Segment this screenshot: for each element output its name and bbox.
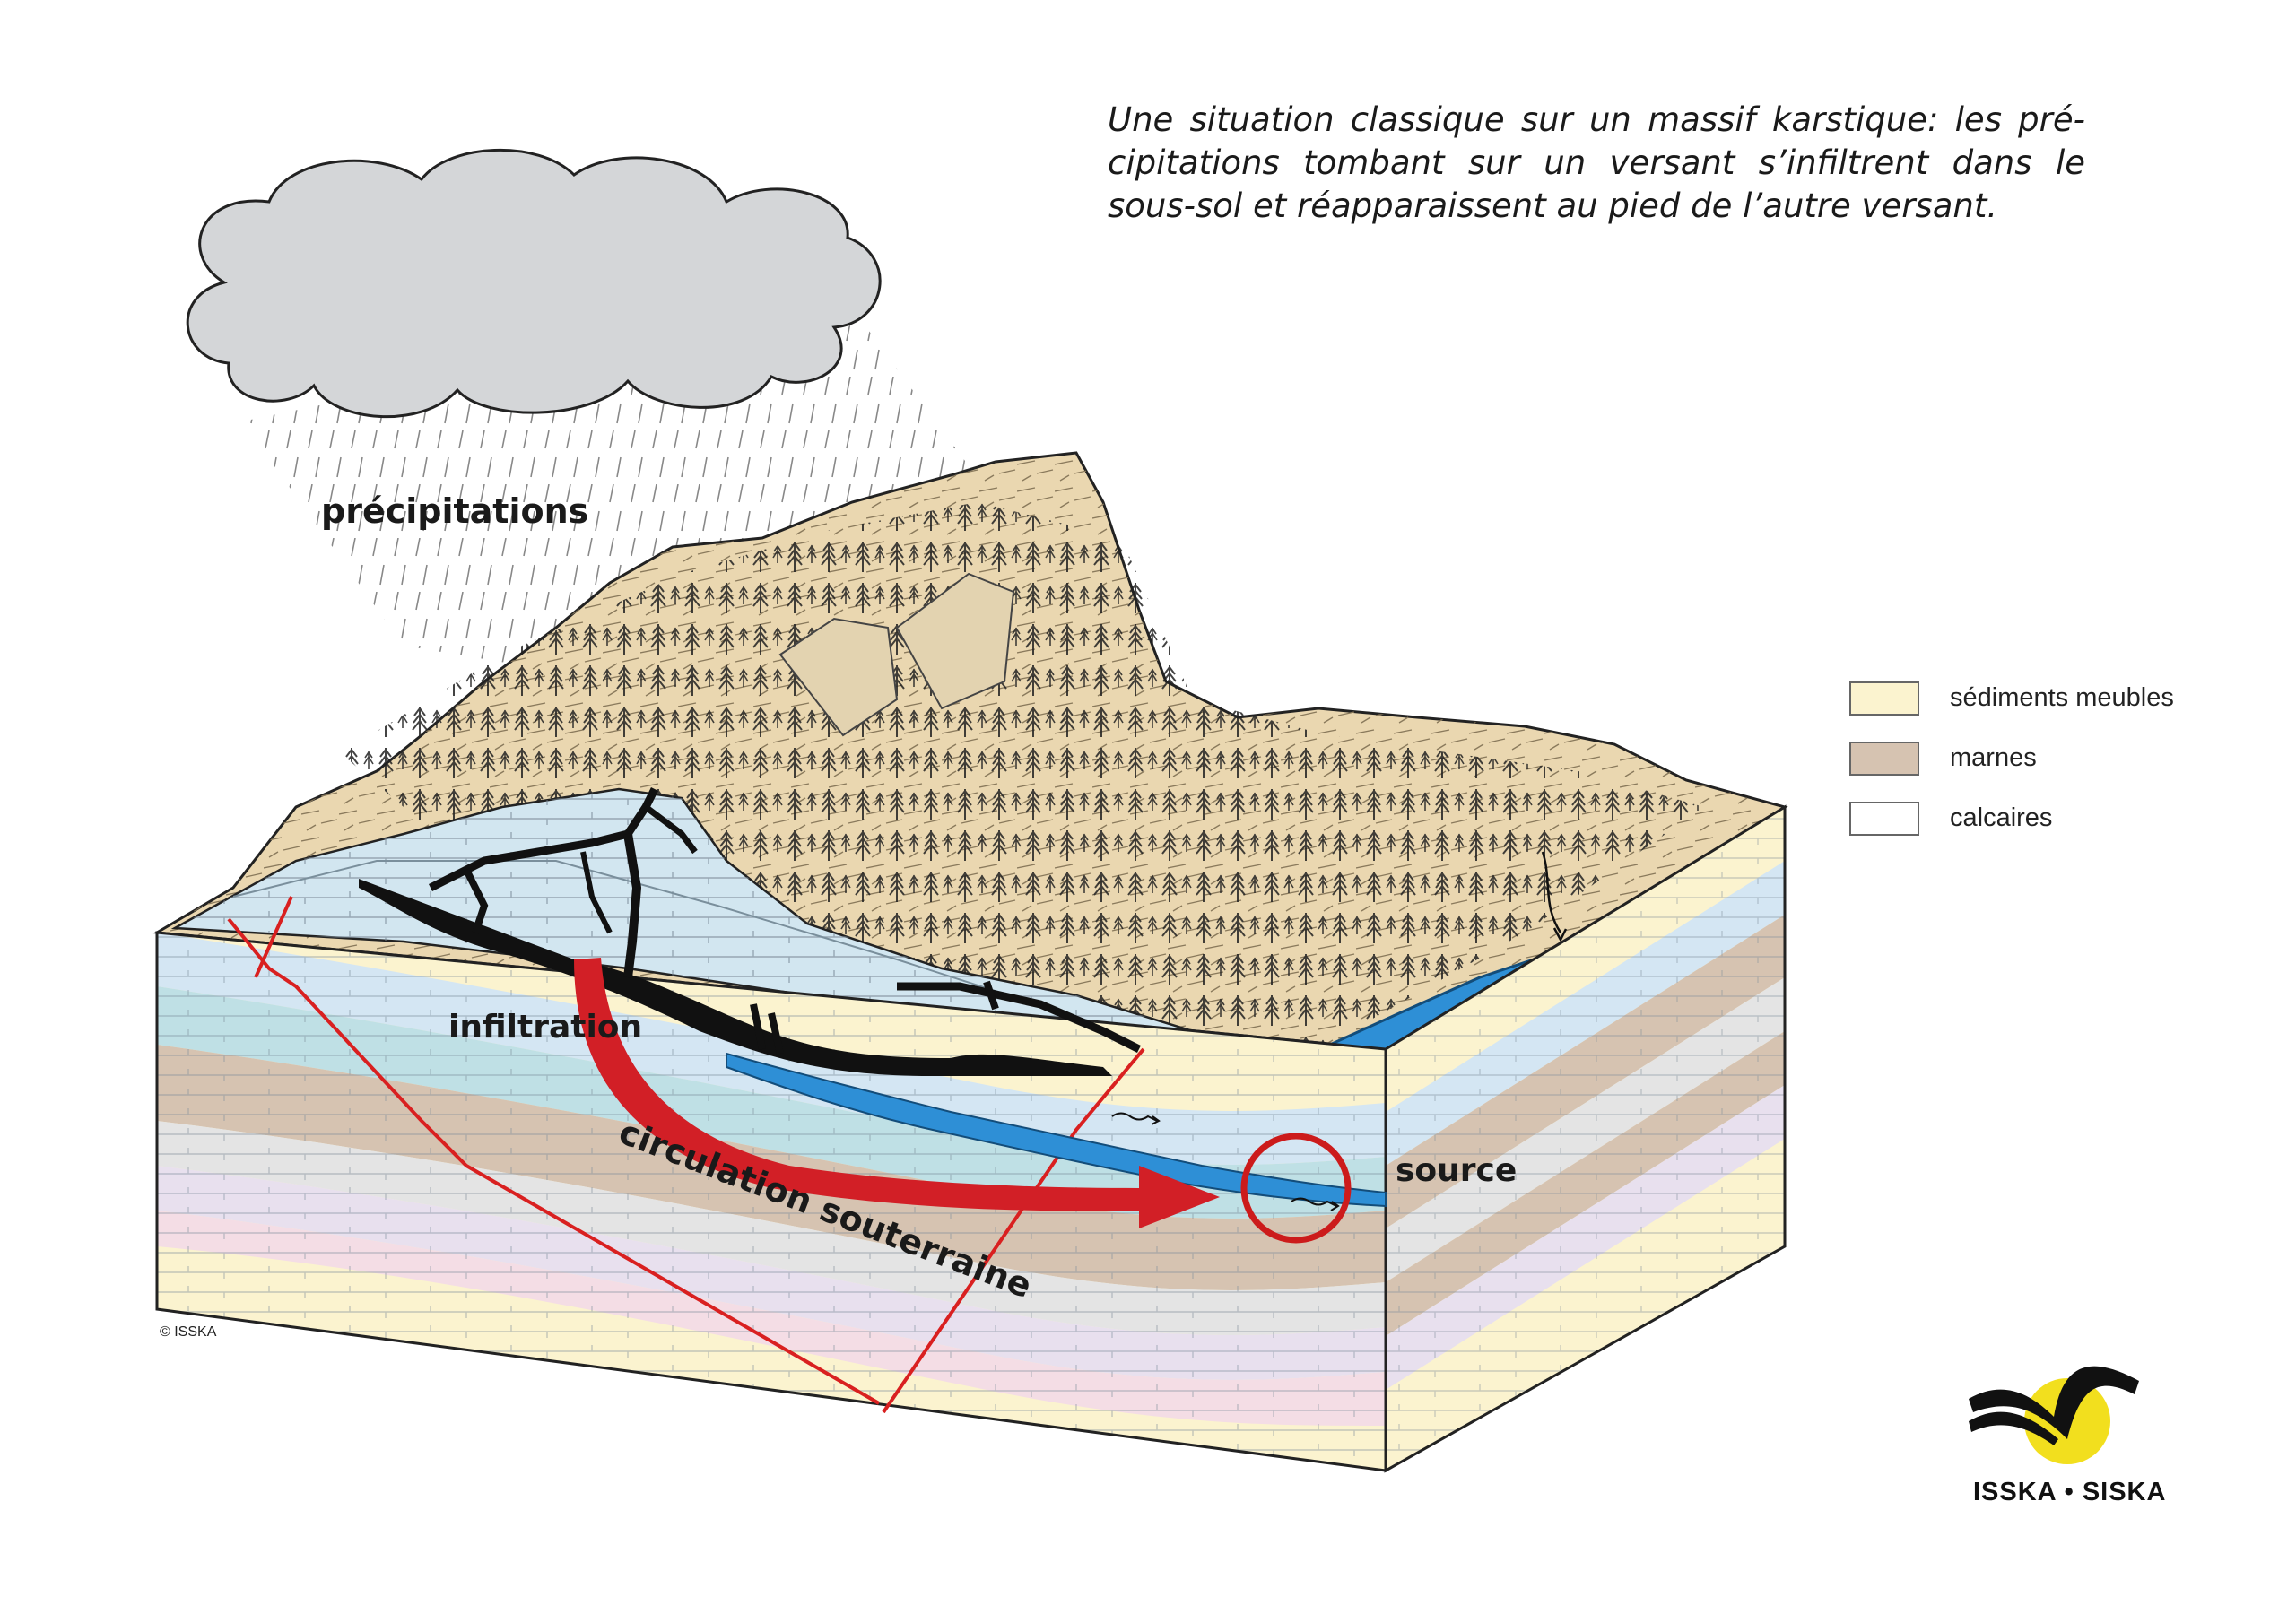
caption-line-2: cipitations tombant sur un versant s’inf… bbox=[1108, 143, 2085, 182]
legend-label: calcaires bbox=[1950, 803, 2053, 832]
side-face-outline bbox=[1384, 804, 1787, 1473]
legend-label: sédiments meubles bbox=[1950, 683, 2174, 712]
legend-swatch bbox=[1849, 802, 1919, 836]
copyright: © ISSKA bbox=[160, 1324, 217, 1340]
legend-label: marnes bbox=[1950, 743, 2037, 772]
caption-line-1: Une situation classique sur un massif ka… bbox=[1108, 100, 2085, 139]
legend-item-sediments: sédiments meubles bbox=[1849, 681, 2244, 717]
legend-item-marnes: marnes bbox=[1849, 742, 2244, 777]
flow-arrow-icons bbox=[1111, 851, 1568, 1211]
caption-line-3: sous-sol et réapparaissent au pied de l’… bbox=[1108, 187, 1998, 225]
label-precipitations: précipitations bbox=[321, 491, 589, 531]
isska-wave-logo-icon bbox=[1969, 1366, 2139, 1464]
legend-swatch bbox=[1849, 742, 1919, 776]
legend-item-calcaires: calcaires bbox=[1849, 802, 2244, 838]
karst-conduits bbox=[359, 786, 1142, 1076]
label-infiltration: infiltration bbox=[448, 1009, 643, 1046]
source-circle bbox=[1240, 1133, 1352, 1244]
underground-water bbox=[726, 1052, 1387, 1208]
logo-text: ISSKA • SISKA bbox=[1973, 1478, 2167, 1506]
label-source: source bbox=[1396, 1152, 1518, 1189]
fault-lines bbox=[227, 896, 1145, 1414]
legend-swatch bbox=[1849, 681, 1919, 716]
exposed-limestone-slope bbox=[170, 787, 1241, 1078]
caption-text: Une situation classique sur un massif ka… bbox=[1108, 99, 2085, 228]
cloud-icon bbox=[186, 148, 882, 419]
circulation-arrow bbox=[574, 958, 1220, 1228]
